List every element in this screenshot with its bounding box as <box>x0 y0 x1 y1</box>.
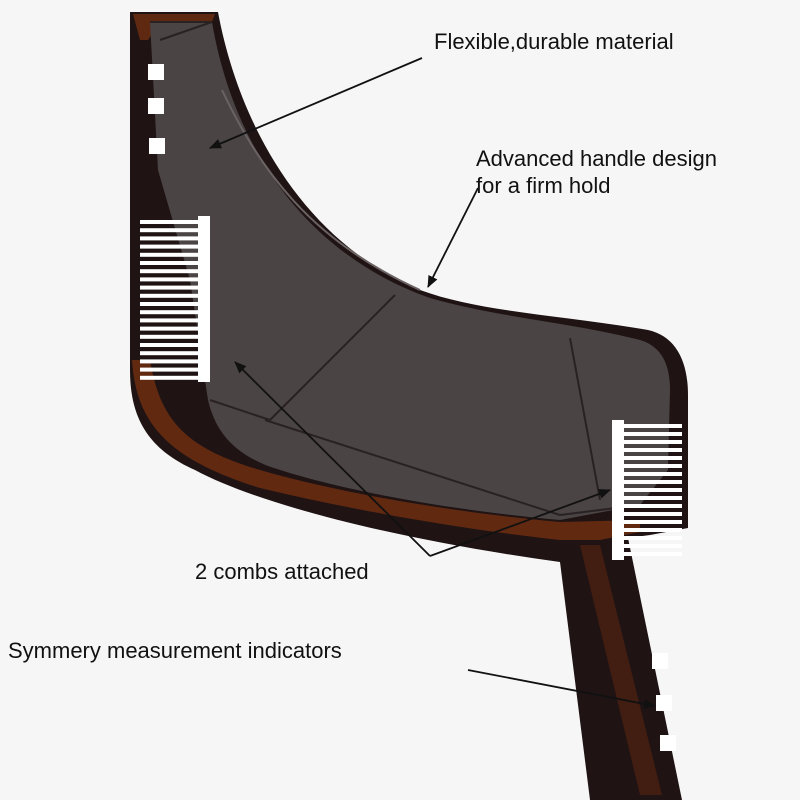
comb-tooth <box>620 544 682 548</box>
comb-tooth <box>620 472 682 476</box>
comb-tooth <box>620 424 682 428</box>
comb-tooth <box>620 488 682 492</box>
comb-tooth <box>620 536 682 540</box>
comb-tooth <box>140 359 200 364</box>
comb-teeth-icon <box>140 216 210 382</box>
comb-tooth <box>620 440 682 444</box>
comb-tooth <box>140 367 200 372</box>
comb-tooth <box>140 334 200 339</box>
comb-tooth <box>140 236 200 241</box>
comb-tooth <box>620 512 682 516</box>
comb-tooth <box>140 285 200 290</box>
template-face <box>150 22 670 520</box>
comb-tooth <box>140 252 200 257</box>
comb-tooth <box>140 302 200 306</box>
comb-tooth <box>620 520 682 524</box>
comb-tooth <box>140 351 200 356</box>
comb-tooth <box>620 552 682 556</box>
comb-tooth <box>140 343 200 347</box>
comb-tooth <box>140 318 200 323</box>
arrow-comb-left <box>234 361 431 557</box>
facet-lines <box>150 21 641 516</box>
edge-highlight <box>221 89 421 291</box>
comb-tooth <box>620 432 682 436</box>
callout-handle-line-1: Advanced handle design <box>476 146 717 171</box>
comb-tooth <box>140 277 200 282</box>
comb-tooth <box>620 448 682 452</box>
arrow-comb-right <box>429 489 611 557</box>
square-marker-icon <box>652 653 676 751</box>
square-marker-icon <box>148 64 165 154</box>
amber-edge-stem <box>580 545 662 795</box>
arrow-symmetry <box>467 669 656 709</box>
comb-tooth <box>140 269 200 274</box>
comb-tooth <box>140 310 200 315</box>
comb-tooth <box>620 480 682 484</box>
callout-handle-line-2: for a firm hold <box>476 173 611 198</box>
callout-combs-attached: 2 combs attached <box>195 559 369 584</box>
callout-handle-design: Advanced handle design for a firm hold <box>476 145 717 199</box>
comb-tooth <box>620 464 682 468</box>
comb-tooth <box>140 244 200 249</box>
comb-tooth <box>620 504 682 508</box>
comb-tooth <box>620 528 682 532</box>
comb-tooth <box>140 228 200 233</box>
amber-edge-top <box>133 14 215 40</box>
callout-flexible-material: Flexible,durable material <box>434 29 674 54</box>
arrow-icon <box>209 57 656 709</box>
comb-teeth-icon <box>612 420 682 560</box>
comb-tooth <box>140 261 200 265</box>
comb-tooth <box>620 496 682 500</box>
amber-edge-lower <box>132 360 640 540</box>
callout-symmetry-indicators: Symmery measurement indicators <box>8 638 342 663</box>
comb-tooth <box>140 293 200 298</box>
comb-tooth <box>140 375 200 380</box>
arrow-handle <box>427 187 479 288</box>
arrow-flexible <box>209 57 423 149</box>
comb-tooth <box>140 326 200 331</box>
comb-tooth <box>140 220 200 224</box>
comb-tooth <box>620 456 682 460</box>
